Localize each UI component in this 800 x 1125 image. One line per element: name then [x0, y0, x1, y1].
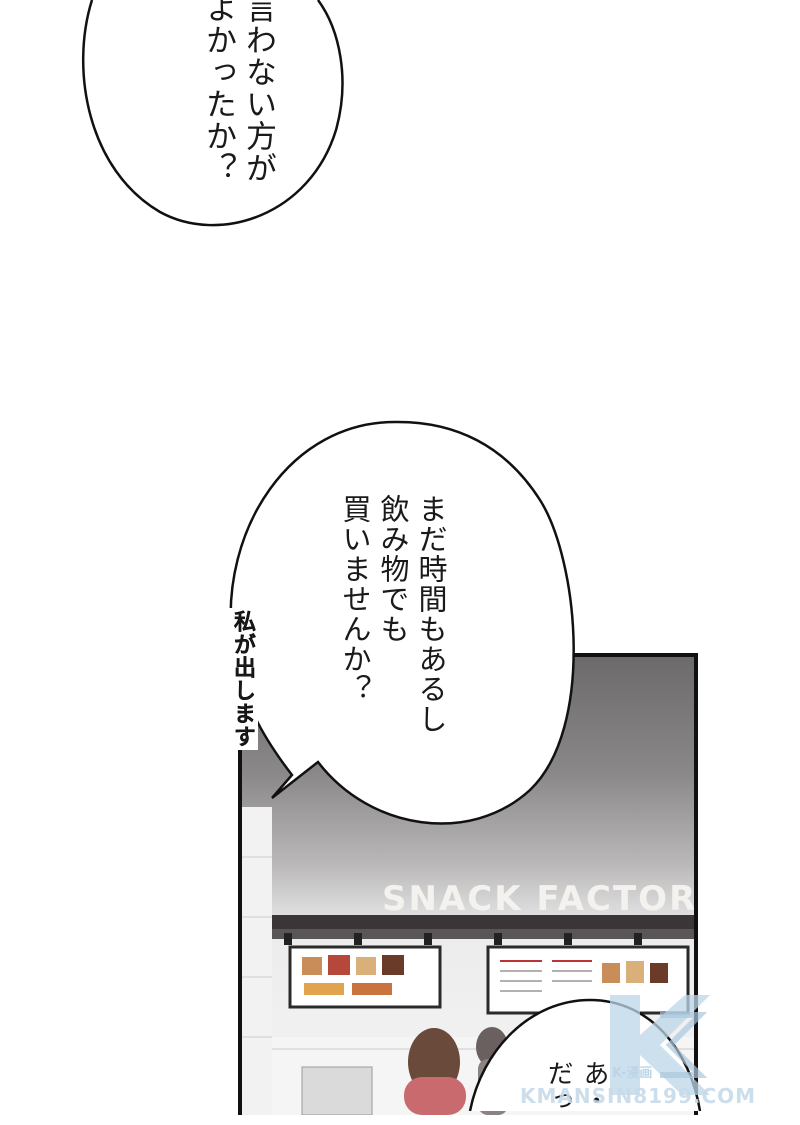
middle-bubble-text: まだ時間もあるし 飲み物でも 買いませんか？	[336, 494, 450, 734]
top-bubble-line-1: 言わない方が	[240, 0, 276, 184]
watermark-kanji: K-漫画	[612, 1066, 653, 1081]
middle-speech-bubble	[229, 420, 575, 825]
bottom-bubble-line-2: だっ	[543, 1060, 573, 1114]
middle-bubble-line-2: 飲み物でも	[376, 494, 410, 644]
top-bubble-text: 言わない方が よかったか？	[198, 0, 278, 184]
snack-factory-sign: SNACK FACTORY	[382, 879, 698, 919]
bottom-bubble-text: あ・ だっ	[540, 1060, 612, 1114]
watermark-url: KMANSIN8199.COM	[520, 1084, 757, 1108]
top-speech-bubble	[82, 0, 344, 227]
side-note-text: 私が出します	[226, 608, 258, 750]
top-bubble-line-2: よかったか？	[200, 0, 236, 184]
middle-bubble-line-3: 買いませんか？	[338, 494, 372, 704]
k-watermark-logo-icon	[610, 995, 710, 1095]
snack-stand-illustration	[242, 807, 694, 1115]
bottom-bubble-line-1: あ・	[579, 1060, 609, 1114]
middle-bubble-line-1: まだ時間もあるし	[414, 494, 448, 734]
